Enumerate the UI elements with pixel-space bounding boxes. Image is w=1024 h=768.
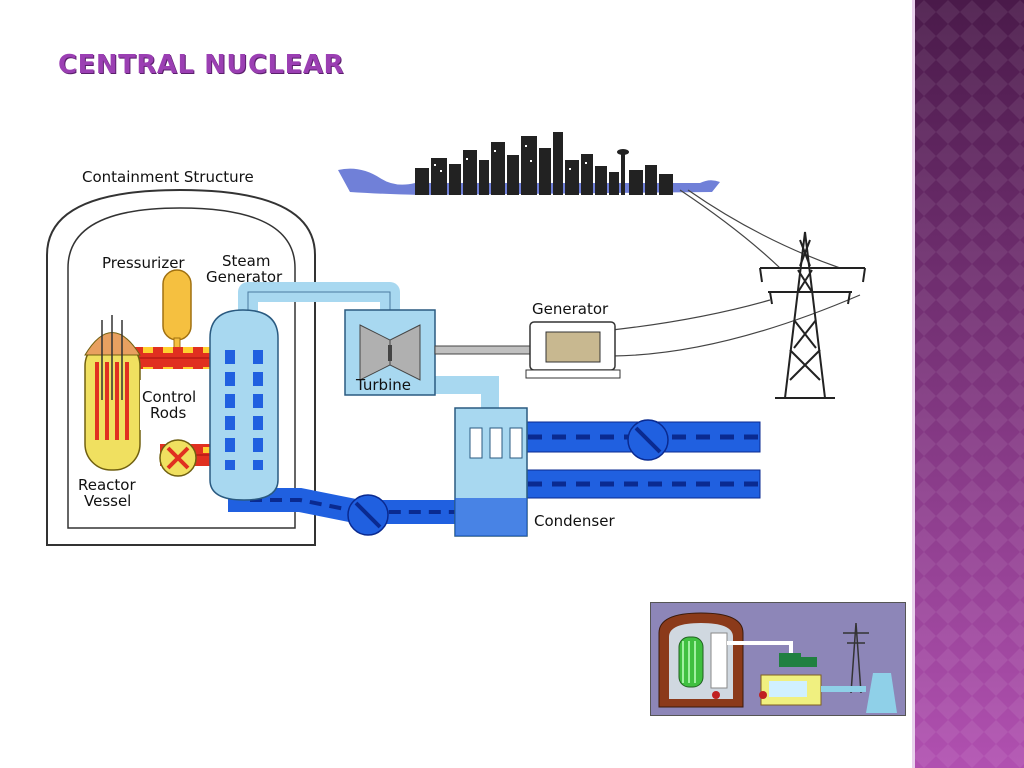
label-turbine: Turbine (355, 376, 411, 394)
label-control-rods-line1: Control (142, 388, 196, 406)
decorative-side-band (912, 0, 1024, 768)
label-generator: Generator (532, 300, 609, 318)
turbine-shaft (434, 345, 546, 355)
pump-icon (159, 439, 197, 477)
nuclear-plant-thumbnail-image (650, 602, 906, 716)
turbine (344, 309, 436, 396)
transmission-tower-icon (759, 231, 866, 399)
label-steam-generator-line1: Steam (222, 252, 270, 270)
reactor-vessel (84, 315, 141, 471)
nuclear-plant-diagram: Containment Structure Pressurizer Steam … (46, 132, 866, 546)
condenser (454, 407, 528, 537)
control-rods-label-bg (140, 380, 210, 430)
steam-generator (209, 309, 279, 501)
label-reactor-vessel-line1: Reactor (78, 476, 136, 494)
label-pressurizer: Pressurizer (102, 254, 185, 272)
generator (525, 321, 621, 379)
pump-icon (347, 494, 389, 536)
city-skyline-icon (338, 132, 720, 195)
label-reactor-vessel-line2: Vessel (84, 492, 131, 510)
label-steam-generator-line2: Generator (206, 268, 283, 286)
pump-icon (627, 419, 669, 461)
label-condenser: Condenser (534, 512, 615, 530)
power-lines (611, 189, 861, 357)
slide-title: CENTRAL NUCLEAR (58, 50, 345, 80)
label-control-rods-line2: Rods (150, 404, 186, 422)
label-containment-structure: Containment Structure (82, 168, 254, 186)
